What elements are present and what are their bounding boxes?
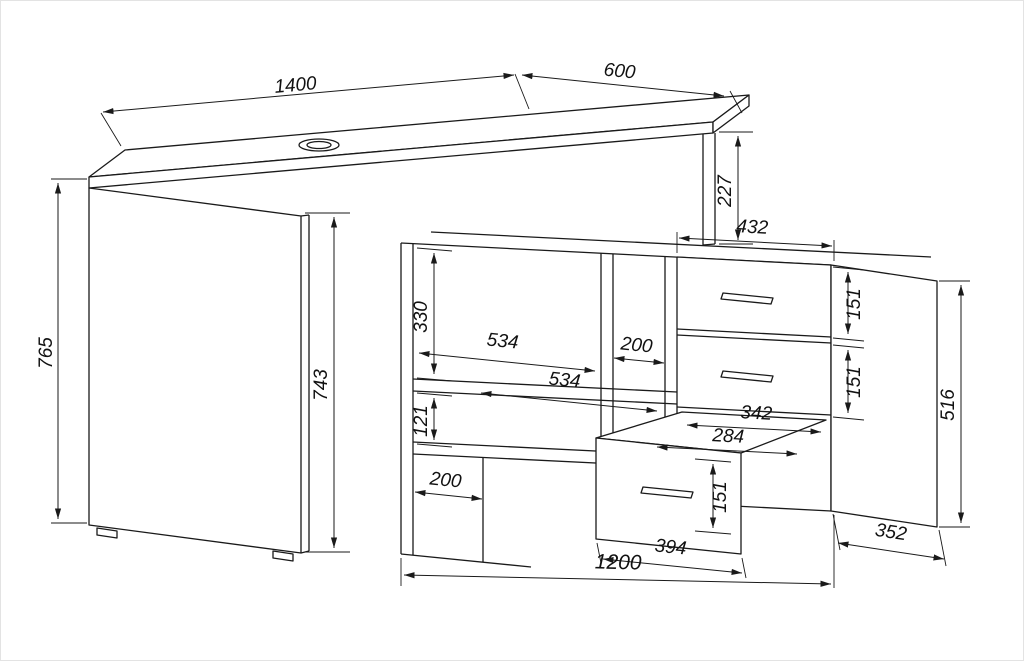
left-side-panel [88, 187, 310, 562]
side-panel-foot-left [96, 527, 118, 539]
dim-line [102, 72, 515, 115]
dim-ext [694, 530, 732, 535]
dim-bottom-cubby-width: 200 [414, 468, 483, 502]
side-panel-face [88, 187, 302, 554]
dim-base-unit-length: 1200 [400, 515, 835, 588]
riser-bottom-edge [702, 243, 716, 246]
dim-bottom-drawer-height: 151 [694, 458, 732, 535]
dim-lower-shelf-width: 534 [480, 368, 658, 414]
drawer1-bottom-edge [676, 328, 832, 338]
dim-ext [416, 392, 453, 397]
dim-ext [596, 542, 602, 564]
dim-desktop-depth: 600 [521, 60, 743, 114]
dim-label-desktop-length: 1400 [273, 73, 317, 98]
dim-label-bottom-cubby-width: 200 [428, 468, 463, 492]
dim-top-shelf-height: 330 [411, 247, 453, 382]
dim-label-underdesk-clearance: 743 [311, 369, 332, 401]
dim-upper-nook-width: 200 [613, 333, 665, 366]
dim-label-bottom-drawer-height: 151 [710, 481, 731, 513]
shelf-s1-top [412, 378, 678, 393]
dim-label-bottom-drawer-width: 394 [654, 536, 688, 560]
dim-drawer-inner-depth: 284 [656, 425, 798, 457]
dim-line [656, 444, 798, 457]
dim-line [521, 72, 725, 99]
dim-ext [832, 337, 865, 342]
dim-line [414, 489, 483, 502]
dim-label-drawer-inner-depth: 284 [711, 425, 745, 448]
dim-ext [832, 416, 865, 421]
dim-label-upper-nook-width: 200 [619, 333, 654, 357]
return-top-edges [400, 231, 932, 266]
dim-ext [729, 90, 743, 114]
dim-label-drawer-inner-width: 342 [740, 402, 773, 425]
dim-line [403, 572, 832, 587]
dim-line [837, 541, 945, 561]
dim-label-upper-shelf-width: 534 [486, 329, 520, 353]
dim-line [613, 355, 665, 366]
dim-ext [416, 247, 453, 252]
desktop-return-front-edge [430, 231, 932, 258]
dim-line [678, 235, 833, 249]
cable-grommet-inner [306, 140, 332, 150]
dim-label-middle-shelf-height: 121 [411, 405, 432, 437]
dim-line [686, 422, 822, 435]
dim-underdesk-clearance: 743 [305, 212, 350, 553]
cable-grommet-outer [298, 138, 340, 152]
drawer2-top-edge [676, 334, 832, 344]
dim-label-drawer2-height: 151 [844, 366, 865, 398]
side-panel-thickness-top [300, 214, 310, 217]
cabinet-side-face [830, 264, 938, 528]
dim-ext [514, 73, 530, 110]
dim-desktop-length: 1400 [100, 72, 530, 147]
dim-drawer2-height: 151 [832, 344, 865, 421]
dim-ext [832, 344, 865, 349]
side-panel-foot-right [272, 550, 294, 562]
dim-ext [938, 529, 947, 567]
shelf-bottom-edge [400, 553, 532, 568]
dim-cabinet-width: 432 [676, 216, 835, 261]
dim-drawer-inner-width: 342 [686, 402, 822, 435]
dim-label-lower-shelf-width: 534 [548, 368, 582, 392]
dim-ext [832, 266, 865, 271]
dim-ext [416, 377, 453, 382]
dim-bottom-drawer-width: 394 [596, 536, 747, 579]
dim-label-base-unit-length: 1200 [595, 550, 643, 574]
shelf-s1-bottom [412, 390, 678, 405]
dim-ext [741, 557, 747, 579]
dim-line [418, 350, 596, 374]
dim-label-cabinet-depth: 352 [874, 520, 909, 546]
dim-line [480, 390, 658, 414]
dim-label-cabinet-height: 516 [938, 389, 959, 421]
dim-line [602, 556, 743, 576]
dim-ext [694, 458, 732, 463]
dim-label-overall-height: 765 [36, 337, 57, 369]
desk-riser [702, 133, 716, 246]
dim-label-desktop-depth: 600 [603, 60, 637, 84]
dim-cabinet-height: 516 [938, 280, 970, 528]
dim-label-riser-height: 227 [715, 174, 736, 208]
dim-label-top-shelf-height: 330 [411, 301, 432, 333]
dim-drawer1-height: 151 [832, 266, 865, 342]
drawer2-handle [720, 370, 774, 383]
bottom-drawer-handle [640, 486, 694, 499]
dim-overall-height: 765 [36, 178, 87, 524]
drawer1-handle [720, 292, 774, 305]
dim-upper-shelf-width: 534 [418, 329, 596, 374]
dim-label-cabinet-width: 432 [736, 216, 769, 239]
desktop [88, 94, 750, 189]
dim-middle-shelf-height: 121 [411, 392, 453, 448]
dim-ext [100, 112, 122, 147]
dim-ext [416, 443, 453, 448]
dim-label-drawer1-height: 151 [844, 288, 865, 320]
drawer2-bottom-edge [676, 406, 832, 416]
